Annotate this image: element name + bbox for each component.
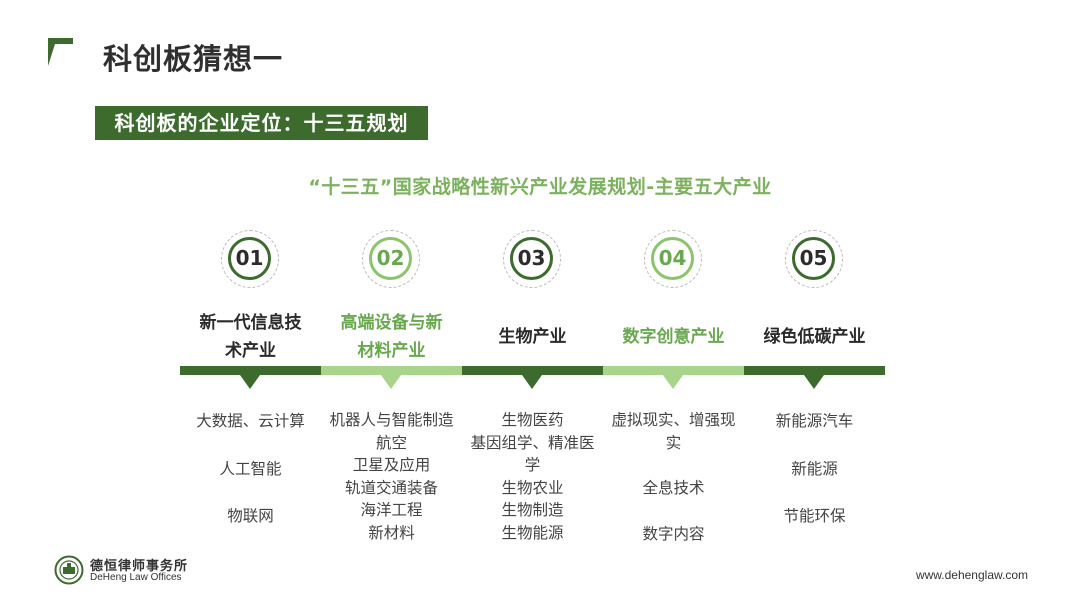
list-item: 生物制造 bbox=[501, 501, 564, 519]
arrow-down-icon bbox=[240, 375, 260, 389]
industry-items: 生物医药 基因组学、精准医 学 生物农业 生物制造 生物能源 bbox=[458, 409, 607, 544]
industry-items: 机器人与智能制造 航空 卫星及应用 轨道交通装备 海洋工程 新材料 bbox=[317, 409, 466, 544]
industry-name: 数字创意产业 bbox=[603, 308, 744, 366]
subtitle: “十三五”国家战略性新兴产业发展规划-主要五大产业 bbox=[308, 176, 772, 198]
list-item: 新能源 bbox=[791, 459, 838, 478]
logo-cn-text: 德恒律师事务所 bbox=[90, 559, 189, 574]
logo-en-text: DeHeng Law Offices bbox=[90, 572, 182, 583]
list-item: 学 bbox=[524, 456, 541, 474]
list-item: 航空 bbox=[375, 433, 407, 452]
number-label: 01 bbox=[228, 237, 271, 280]
industry-name-line: 高端设备与新 bbox=[340, 313, 443, 333]
list-item: 海洋工程 bbox=[360, 501, 423, 519]
seal-logo-icon bbox=[54, 555, 84, 585]
industry-name: 新一代信息技 术产业 bbox=[180, 308, 321, 366]
number-badge: 05 bbox=[785, 230, 843, 288]
list-item: 基因组学、精准医 bbox=[470, 433, 595, 452]
list-item: 卫星及应用 bbox=[352, 456, 431, 474]
timeline-bar bbox=[462, 366, 603, 375]
industry-items: 虚拟现实、增强现 实 全息技术 数字内容 bbox=[599, 409, 748, 545]
list-item: 全息技术 bbox=[642, 479, 705, 497]
arrow-down-icon bbox=[663, 375, 683, 389]
website-link[interactable]: www.dehenglaw.com bbox=[915, 568, 1028, 582]
list-item: 生物医药 bbox=[501, 411, 564, 429]
industry-name-line: 生物产业 bbox=[498, 327, 567, 347]
timeline-bar bbox=[744, 366, 885, 375]
number-badge: 01 bbox=[221, 230, 279, 288]
industry-items: 新能源汽车 新能源 节能环保 bbox=[740, 410, 889, 528]
list-item: 虚拟现实、增强现 bbox=[611, 411, 736, 429]
list-item: 物联网 bbox=[227, 507, 274, 525]
list-item: 机器人与智能制造 bbox=[329, 411, 454, 429]
number-label: 02 bbox=[369, 237, 412, 280]
list-item: 新能源汽车 bbox=[775, 412, 854, 430]
list-item: 实 bbox=[665, 433, 682, 452]
industry-name: 生物产业 bbox=[462, 308, 603, 366]
list-item: 大数据、云计算 bbox=[196, 412, 305, 430]
industry-items: 大数据、云计算 人工智能 物联网 bbox=[176, 410, 325, 528]
number-label: 05 bbox=[792, 237, 835, 280]
arrow-down-icon bbox=[522, 375, 542, 389]
industry-name-line: 新一代信息技 bbox=[199, 313, 302, 333]
list-item: 新材料 bbox=[368, 523, 415, 542]
number-badge: 02 bbox=[362, 230, 420, 288]
list-item: 生物农业 bbox=[501, 478, 564, 497]
footer-logo: 德恒律师事务所 DeHeng Law Offices bbox=[54, 555, 187, 587]
arrow-down-icon bbox=[804, 375, 824, 389]
industry-name: 绿色低碳产业 bbox=[744, 308, 885, 366]
list-item: 生物能源 bbox=[501, 523, 564, 542]
timeline-bar bbox=[321, 366, 462, 375]
industry-name: 高端设备与新 材料产业 bbox=[321, 308, 462, 366]
number-label: 03 bbox=[510, 237, 553, 280]
arrow-down-icon bbox=[381, 375, 401, 389]
section-tag: 科创板的企业定位：十三五规划 bbox=[95, 106, 428, 140]
industry-name-line: 术产业 bbox=[225, 341, 276, 361]
timeline-bar bbox=[180, 366, 321, 375]
industry-name-line: 数字创意产业 bbox=[622, 327, 725, 347]
list-item: 人工智能 bbox=[219, 459, 282, 478]
timeline-bar bbox=[603, 366, 744, 375]
number-label: 04 bbox=[651, 237, 694, 280]
number-badge: 03 bbox=[503, 230, 561, 288]
industry-name-line: 绿色低碳产业 bbox=[763, 327, 866, 347]
list-item: 轨道交通装备 bbox=[344, 478, 438, 497]
number-badge: 04 bbox=[644, 230, 702, 288]
list-item: 数字内容 bbox=[642, 524, 705, 543]
list-item: 节能环保 bbox=[783, 507, 846, 525]
page-title: 科创板猜想一 bbox=[103, 42, 284, 76]
corner-bracket-icon bbox=[48, 38, 73, 66]
industry-name-line: 材料产业 bbox=[357, 341, 426, 361]
